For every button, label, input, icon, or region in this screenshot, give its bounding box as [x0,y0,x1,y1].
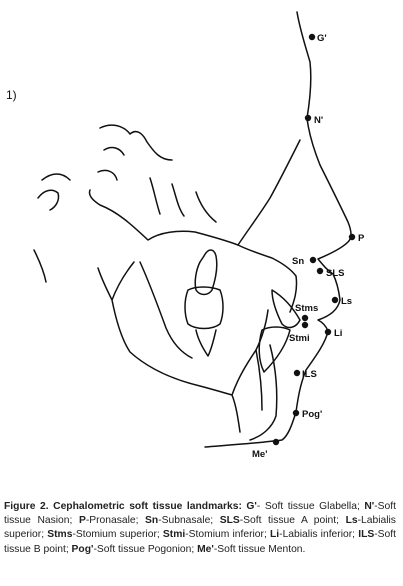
caption-abbr: Pog' [71,543,94,555]
caption-abbr: Ls [345,515,358,527]
landmark-label-ls: Ls [341,296,352,307]
landmark-point-gp [308,33,316,41]
landmark-label-ils: ILS [302,369,317,380]
caption-abbr: G' [246,501,257,512]
caption-desc: -Labialis inferior; [279,529,359,541]
landmark-point-stmi [301,321,309,329]
orbit-lines [149,177,217,223]
skull-outline [88,139,301,246]
caption-abbr: Stms [47,529,73,541]
caption-desc: -Labialis superior; [4,515,396,541]
caption-abbr: Li [270,529,280,541]
caption-desc: -Soft tissue Menton. [213,543,306,555]
upper-molar [184,249,224,357]
cranial-base [97,124,173,181]
caption-abbr: ILS [358,529,375,541]
landmark-label-me: Me' [252,449,267,460]
landmark-label-gp: G' [317,33,327,44]
caption-abbr: Stmi [162,529,186,541]
caption-abbr: N' [364,501,375,512]
landmark-label-np: N' [314,115,323,126]
landmark-label-p: P [358,233,365,244]
ramus-inner [139,261,193,359]
caption-desc: -Soft tissue Pogonion; [93,543,198,555]
landmark-label-pog: Pog' [302,409,322,420]
maxilla-outline [237,244,298,313]
ear-region [37,173,71,211]
caption-desc: -Soft tissue B point; [4,529,396,555]
landmark-point-p [348,233,356,241]
landmark-point-li [324,328,332,336]
caption-desc: - Soft tissue Glabella; [256,501,365,512]
caption-abbr: Sn [145,515,159,527]
landmark-point-ils [293,369,301,377]
symphysis [249,344,278,441]
landmark-label-li: Li [334,328,342,339]
caption-desc: -Stomium inferior; [185,529,270,541]
caption-abbr: P [78,515,86,527]
landmark-label-sls: SLS [326,268,344,279]
landmark-point-sn [309,256,317,264]
landmark-point-pog [292,409,300,417]
landmark-point-np [304,114,312,122]
landmark-label-stmi: Stmi [289,333,310,344]
caption-abbr: SLS [219,515,240,527]
landmark-point-sls [316,267,324,275]
landmark-point-me [272,438,280,446]
panel-label: 1) [6,88,17,102]
lower-incisor [258,326,291,373]
caption-desc: -Stomium superior; [72,529,163,541]
cephalometric-tracing: G' N' P Sn SLS Ls Stms Stmi Li ILS Pog' … [33,11,365,460]
landmark-label-stms: Stms [295,303,318,314]
caption-desc: -Subnasale; [158,515,220,527]
landmark-point-stms [301,314,309,322]
caption-desc: -Soft tissue A point; [239,515,346,527]
caption-desc: -Soft tissue Nasion; [4,501,396,527]
figure-caption: Figure 2. Cephalometric soft tissue land… [4,500,396,557]
caption-abbr: Me' [197,543,214,555]
caption-heading: Figure 2. Cephalometric soft tissue land… [4,501,247,512]
throat-line [33,249,47,283]
caption-items: G'- Soft tissue Glabella; N'-Soft tissue… [4,501,396,555]
upper-incisor [271,289,301,329]
landmark-point-ls [331,296,339,304]
landmarks: G' N' P Sn SLS Ls Stms Stmi Li ILS Pog' … [252,33,365,460]
mandible-outline [97,261,269,433]
landmark-label-sn: Sn [292,256,304,267]
soft-tissue-profile [204,11,352,448]
caption-desc: -Pronasale; [85,515,146,527]
